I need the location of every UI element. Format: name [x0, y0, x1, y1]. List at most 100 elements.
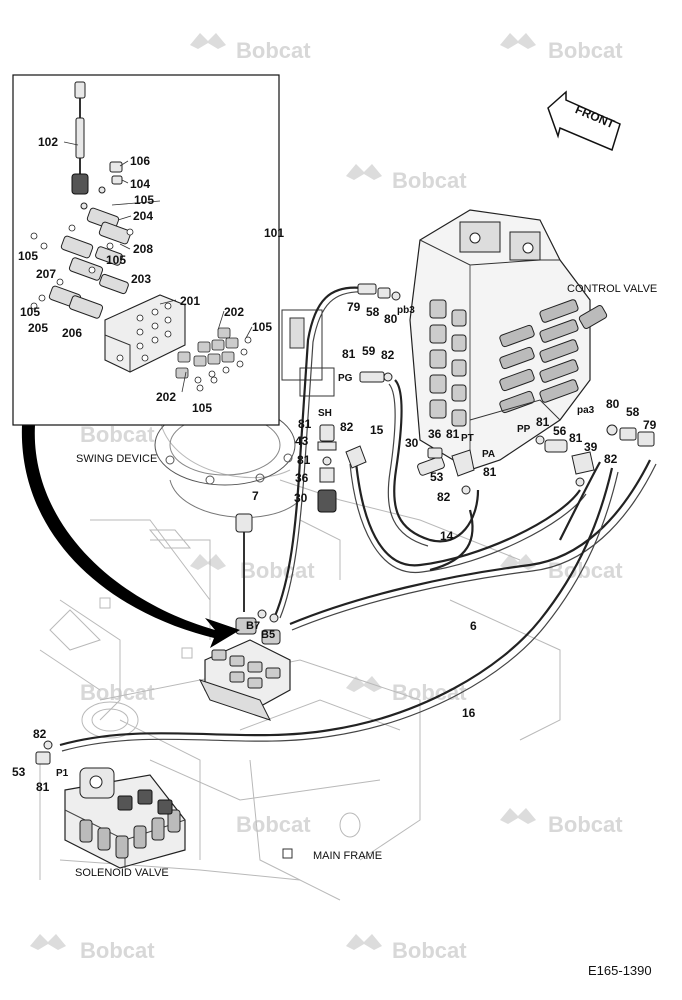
- callout-81: 81: [446, 427, 460, 441]
- port-pg: PG: [338, 373, 353, 384]
- control-valve: [409, 209, 608, 471]
- callout-105: 105: [106, 253, 126, 267]
- callout-102: 102: [38, 135, 58, 149]
- fitting-43: [317, 441, 337, 451]
- watermark: Bobcat: [392, 938, 467, 963]
- callout-203: 203: [131, 272, 151, 286]
- watermark: Bobcat: [548, 812, 623, 837]
- callout-105: 105: [252, 320, 272, 334]
- callout-36: 36: [295, 471, 309, 485]
- port-p1: P1: [56, 768, 69, 779]
- callout-43: 43: [295, 434, 309, 448]
- callout-15: 15: [370, 423, 384, 437]
- callout-79: 79: [643, 418, 657, 432]
- callout-79: 79: [347, 300, 361, 314]
- pilot-block: [199, 513, 291, 721]
- callout-7: 7: [252, 489, 259, 503]
- watermark: Bobcat: [80, 680, 155, 705]
- callout-56: 56: [553, 424, 567, 438]
- o-ring-82d: [575, 477, 585, 487]
- port-pa: PA: [482, 449, 495, 460]
- fitting-36b: [427, 447, 443, 459]
- callout-82: 82: [340, 420, 354, 434]
- callout-16: 16: [462, 706, 476, 720]
- callout-14: 14: [440, 529, 454, 543]
- watermark: Bobcat: [548, 558, 623, 583]
- port-pa3: pa3: [577, 405, 595, 416]
- callout-106: 106: [130, 154, 150, 168]
- callout-202: 202: [156, 390, 176, 404]
- drawing-number: E165-1390: [588, 963, 652, 978]
- pressure-switch: [317, 489, 337, 513]
- callout-105: 105: [134, 193, 154, 207]
- callout-105: 105: [192, 401, 212, 415]
- o-ring-82: [383, 372, 393, 382]
- o-ring-82c: [461, 485, 471, 495]
- callout-39: 39: [584, 440, 598, 454]
- swivel-82: [345, 445, 367, 469]
- fitting-58: [377, 287, 391, 299]
- o-ring-82e: [43, 740, 53, 750]
- callout-80: 80: [384, 312, 398, 326]
- port-b7: B7: [246, 620, 260, 632]
- port-b5: B5: [261, 629, 275, 641]
- callout-30: 30: [294, 491, 308, 505]
- port-sh: SH: [318, 408, 332, 419]
- callout-105: 105: [20, 305, 40, 319]
- fitting-58b: [619, 427, 637, 441]
- callout-206: 206: [62, 326, 82, 340]
- port-pp: PP: [517, 424, 531, 435]
- watermark: Bobcat: [236, 38, 311, 63]
- front-arrow: FRONT: [547, 90, 621, 152]
- fitting-79: [357, 283, 377, 295]
- o-ring-80: [391, 291, 401, 301]
- sensor-sh: [319, 424, 335, 442]
- fitting-53: [417, 456, 445, 476]
- fittings: [35, 283, 655, 765]
- elbow-pa: [451, 449, 475, 477]
- fitting-59: [359, 371, 385, 383]
- callout-80: 80: [606, 397, 620, 411]
- callout-204: 204: [133, 209, 153, 223]
- fitting-36: [319, 467, 335, 483]
- watermark: Bobcat: [236, 812, 311, 837]
- callout-36: 36: [428, 427, 442, 441]
- callout-53: 53: [12, 765, 26, 779]
- callout-208: 208: [133, 242, 153, 256]
- swing-device-label: SWING DEVICE: [76, 453, 157, 465]
- swing-device: [154, 309, 335, 518]
- main-callouts: 79 58 80 pb3 81 59 82 PG SH 81 43 82 15 …: [12, 300, 657, 794]
- solenoid-valve-label: SOLENOID VALVE: [75, 867, 169, 879]
- o-ring-80b: [606, 424, 618, 436]
- inset-callouts: 102 106 104 105 204 101 105 208 105 207 …: [18, 135, 284, 415]
- fitting-56: [544, 439, 568, 453]
- fitting-79b: [637, 431, 655, 447]
- callout-81: 81: [536, 415, 550, 429]
- callout-82: 82: [437, 490, 451, 504]
- fitting-53b: [35, 751, 51, 765]
- port-pb3: pb3: [397, 305, 415, 316]
- callout-207: 207: [36, 267, 56, 281]
- detail-pointer-arrow: [21, 425, 240, 648]
- callout-30: 30: [405, 436, 419, 450]
- hoses: [59, 286, 657, 752]
- main-frame-marker-icon: [282, 848, 293, 859]
- callout-82: 82: [604, 452, 618, 466]
- inset-frame: [12, 74, 280, 426]
- callout-82: 82: [381, 348, 395, 362]
- callout-58: 58: [366, 305, 380, 319]
- detail-inset: [12, 74, 280, 426]
- watermark: Bobcat: [80, 938, 155, 963]
- solenoid-valve: [64, 767, 186, 869]
- callout-81: 81: [36, 780, 50, 794]
- callout-104: 104: [130, 177, 150, 191]
- control-valve-label: CONTROL VALVE: [567, 283, 657, 295]
- captions: CONTROL VALVE SWING DEVICE MAIN FRAME SO…: [75, 283, 657, 978]
- callout-105: 105: [18, 249, 38, 263]
- callout-53: 53: [430, 470, 444, 484]
- elbow-39: [571, 451, 595, 475]
- watermark: Bobcat: [240, 558, 315, 583]
- callout-6: 6: [470, 619, 477, 633]
- callout-202: 202: [224, 305, 244, 319]
